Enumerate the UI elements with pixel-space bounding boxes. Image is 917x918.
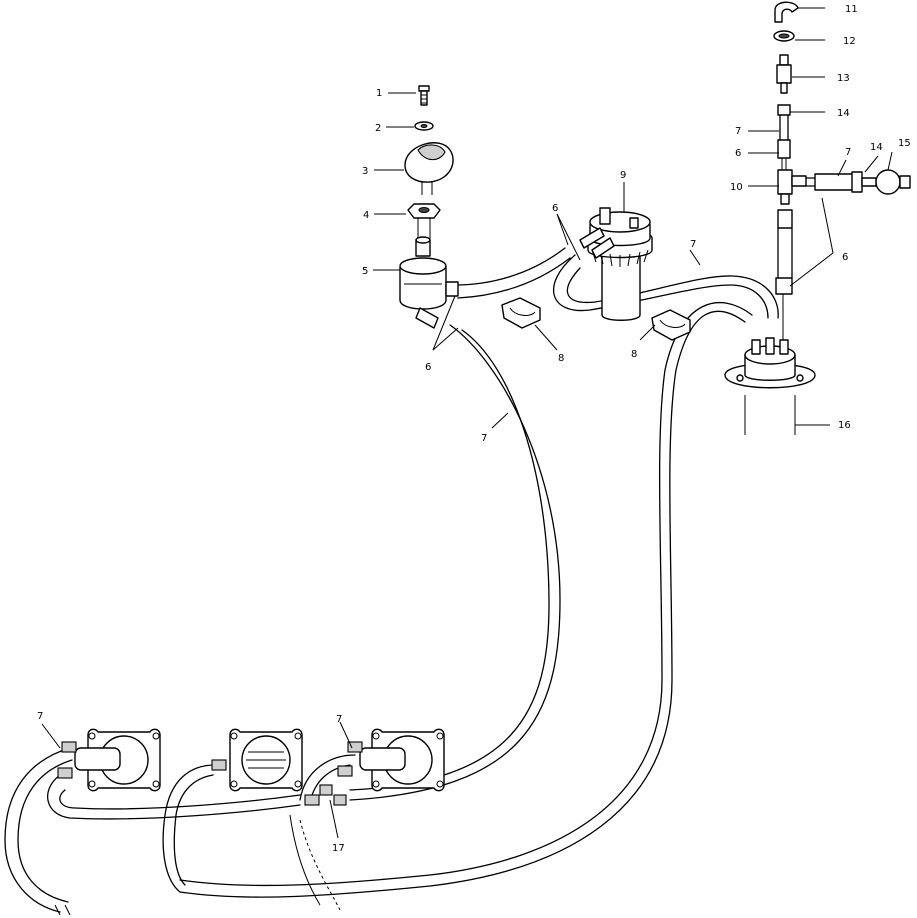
callout-1: 1 bbox=[376, 88, 382, 99]
callout-8-left: 8 bbox=[558, 353, 564, 364]
carburetor-left bbox=[57, 728, 161, 792]
tee-fitting-part-17 bbox=[304, 784, 347, 806]
elbow-part-11 bbox=[774, 1, 799, 23]
fuel-valve-part-16 bbox=[724, 337, 816, 435]
clamp-part-14-top bbox=[777, 104, 791, 116]
clamp-part-8-left bbox=[501, 297, 541, 329]
hose-carb-right-outer bbox=[299, 754, 356, 801]
callout-14-stack: 14 bbox=[837, 108, 850, 119]
hose-vertical-top bbox=[779, 114, 789, 141]
hose-pump-loop-inner bbox=[179, 310, 746, 898]
callout-14-side: 14 bbox=[870, 142, 883, 153]
carburetor-right bbox=[337, 728, 445, 792]
carburetor-middle bbox=[211, 728, 303, 792]
clamp-part-8-right bbox=[651, 309, 691, 341]
callout-7-side: 7 bbox=[845, 147, 851, 158]
hose-filter-to-carbs-inner bbox=[349, 329, 550, 791]
carburetors bbox=[57, 728, 445, 806]
fuel-pickup-part-9 bbox=[579, 207, 653, 321]
callout-12: 12 bbox=[843, 36, 856, 47]
hose-tank-loop-inner bbox=[567, 267, 779, 319]
washer-part-2 bbox=[414, 121, 434, 131]
hose-ghost-line-2 bbox=[289, 814, 321, 906]
hose-tank-loop-outer bbox=[553, 254, 769, 319]
callout-17: 17 bbox=[332, 843, 345, 854]
hose-carb-left-inner bbox=[17, 759, 73, 903]
callout-7-carb-right: 7 bbox=[336, 714, 342, 725]
hose-filter-to-carbs-outer bbox=[349, 324, 561, 801]
vent-line-assembly bbox=[773, 1, 911, 340]
clamp-part-12 bbox=[773, 30, 795, 42]
hoses bbox=[4, 247, 779, 916]
callout-8-right: 8 bbox=[631, 349, 637, 360]
callout-7-stack: 7 bbox=[735, 126, 741, 137]
tee-part-10 bbox=[777, 169, 807, 205]
nut-part-4 bbox=[407, 203, 441, 240]
callout-6-right: 6 bbox=[842, 252, 848, 263]
cap-part-3 bbox=[404, 142, 454, 195]
fitting-part-6-middle bbox=[777, 209, 793, 229]
fitting-part-6-top bbox=[777, 139, 791, 159]
callout-7-tank: 7 bbox=[690, 239, 696, 250]
filter-part-15 bbox=[861, 169, 911, 195]
check-valve-part-13 bbox=[776, 54, 792, 94]
hose-carb-lower-outer bbox=[47, 774, 301, 820]
hose-end-bottom-left bbox=[54, 904, 71, 916]
hose-filter-to-tank-inner bbox=[457, 257, 571, 299]
hose-carb-middle-inner bbox=[173, 774, 214, 886]
callout-6-lower: 6 bbox=[425, 362, 431, 373]
hose-horizontal-part-7 bbox=[814, 173, 856, 191]
callout-13: 13 bbox=[837, 73, 850, 84]
callout-5: 5 bbox=[362, 266, 368, 277]
callout-6-stack: 6 bbox=[735, 148, 741, 159]
callout-6-upper: 6 bbox=[552, 203, 558, 214]
clamp-part-14-side bbox=[851, 171, 863, 193]
hose-carb-middle-outer bbox=[162, 764, 216, 893]
callout-7-carb-left: 7 bbox=[37, 711, 43, 722]
leader-lines bbox=[41, 7, 893, 839]
callout-7-long: 7 bbox=[481, 433, 487, 444]
callout-15: 15 bbox=[898, 138, 911, 149]
callout-labels: 1 2 3 4 5 6 6 6 6 7 7 7 7 7 7 8 8 9 10 1… bbox=[37, 4, 911, 854]
callout-10: 10 bbox=[730, 182, 743, 193]
callout-16: 16 bbox=[838, 420, 851, 431]
hose-carb-left-outer bbox=[4, 747, 71, 913]
fuel-filter-assembly bbox=[399, 85, 459, 329]
hose-carb-lower-inner bbox=[59, 789, 301, 810]
callout-9: 9 bbox=[620, 170, 626, 181]
screw-part-1 bbox=[418, 85, 430, 106]
callout-3: 3 bbox=[362, 166, 368, 177]
callout-4: 4 bbox=[363, 210, 369, 221]
callout-2: 2 bbox=[375, 123, 381, 134]
callout-11: 11 bbox=[845, 4, 858, 15]
hose-pump-loop-outer bbox=[179, 301, 753, 887]
hose-ghost-line-1 bbox=[299, 819, 341, 911]
fitting-part-6-lower bbox=[775, 277, 793, 295]
fuel-filter-part-5 bbox=[399, 236, 459, 329]
hose-filter-to-tank-outer bbox=[454, 247, 566, 286]
